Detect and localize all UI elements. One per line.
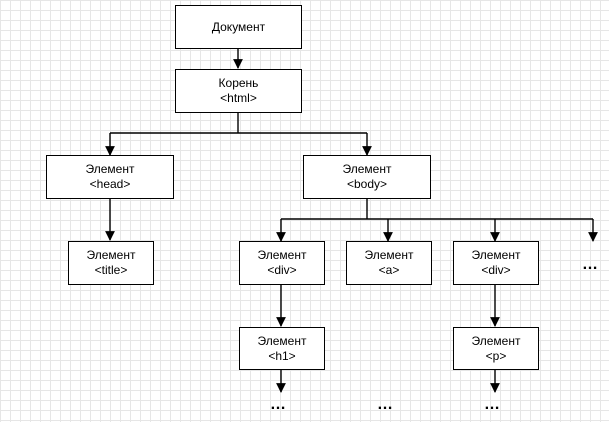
node-p: Элемент <p> — [453, 327, 539, 370]
node-body-tag: <body> — [346, 177, 388, 191]
node-document-label: Документ — [211, 19, 266, 34]
node-div-1-tag: <div> — [267, 263, 297, 277]
ellipsis-h1-children: … — [270, 396, 287, 413]
node-p-label: Элемент — [471, 333, 521, 348]
ellipsis-a-children: … — [377, 396, 394, 413]
node-head-label: Элемент — [85, 162, 135, 176]
node-div-2: Элемент <div> — [453, 241, 539, 285]
node-document: Документ — [175, 5, 302, 49]
node-div-2-tag: <div> — [481, 263, 511, 277]
node-a-label: Элемент — [364, 248, 414, 262]
node-h1: Элемент <h1> — [239, 327, 325, 370]
node-a-tag: <a> — [378, 263, 400, 277]
ellipsis-body-children: … — [582, 256, 599, 273]
node-title: Элемент <title> — [68, 241, 154, 285]
node-root-tag: <html> — [220, 91, 257, 105]
node-body-label: Элемент — [342, 162, 392, 176]
node-h1-label: Элемент — [257, 333, 307, 348]
node-div-2-label: Элемент — [471, 248, 521, 262]
node-a: Элемент <a> — [346, 241, 432, 285]
node-p-tag: <p> — [485, 348, 507, 363]
node-title-label: Элемент — [86, 248, 136, 262]
node-h1-tag: <h1> — [268, 348, 296, 363]
node-head-tag: <head> — [89, 177, 131, 191]
ellipsis-p-children: … — [484, 396, 501, 413]
node-root-html: Корень <html> — [175, 69, 302, 113]
node-div-1-label: Элемент — [257, 248, 307, 262]
node-title-tag: <title> — [94, 263, 128, 277]
node-body: Элемент <body> — [303, 155, 431, 199]
node-root-label: Корень — [218, 76, 259, 90]
node-head: Элемент <head> — [46, 155, 174, 199]
node-div-1: Элемент <div> — [239, 241, 325, 285]
